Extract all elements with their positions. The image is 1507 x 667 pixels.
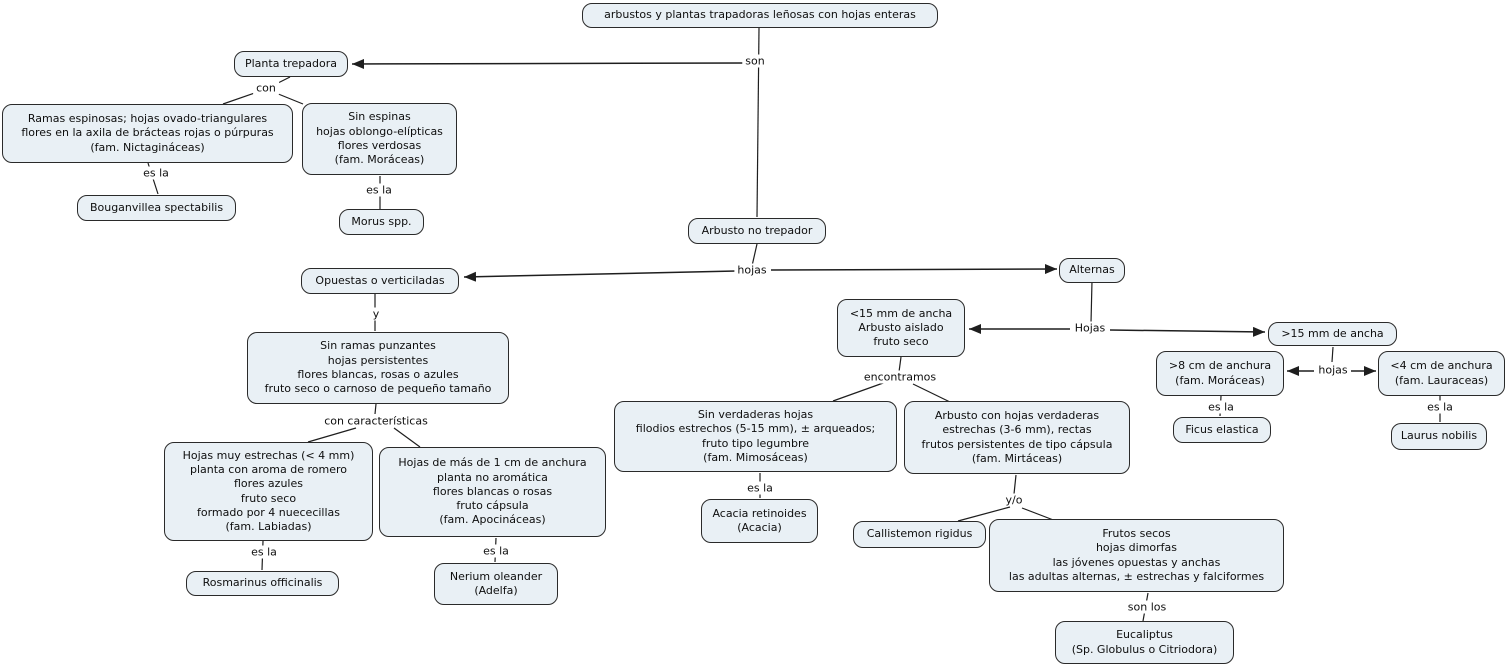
link-label-es-la-4[interactable]: es la: [480, 544, 512, 558]
node-hojas-mas-1cm[interactable]: Hojas de más de 1 cm de anchura planta n…: [379, 447, 606, 537]
link-label-es-la-7[interactable]: es la: [1424, 400, 1456, 414]
node-mayor-15mm[interactable]: >15 mm de ancha: [1268, 322, 1397, 346]
node-arbusto-hojas-verdaderas[interactable]: Arbusto con hojas verdaderas estrechas (…: [904, 401, 1130, 474]
link-label-y[interactable]: y: [369, 307, 383, 321]
node-mayor-8cm[interactable]: >8 cm de anchura (fam. Moráceas): [1156, 351, 1284, 396]
node-sin-verdaderas-hojas[interactable]: Sin verdaderas hojas filodios estrechos …: [614, 401, 897, 472]
node-acacia[interactable]: Acacia retinoides (Acacia): [701, 499, 818, 543]
link-label-es-la-2[interactable]: es la: [363, 183, 395, 197]
node-alternas[interactable]: Alternas: [1059, 258, 1125, 283]
node-bouganvillea[interactable]: Bouganvillea spectabilis: [77, 195, 236, 221]
node-ficus[interactable]: Ficus elastica: [1173, 417, 1271, 443]
node-sin-espinas[interactable]: Sin espinas hojas oblongo-elípticas flor…: [302, 103, 457, 175]
node-rosmarinus[interactable]: Rosmarinus officinalis: [186, 571, 339, 596]
node-menor-15mm[interactable]: <15 mm de ancha Arbusto aislado fruto se…: [837, 299, 965, 357]
node-sin-ramas-punzantes[interactable]: Sin ramas punzantes hojas persistentes f…: [247, 332, 509, 404]
node-nerium[interactable]: Nerium oleander (Adelfa): [434, 563, 558, 605]
link-label-encontramos[interactable]: encontramos: [860, 370, 940, 384]
node-ramas-espinosas[interactable]: Ramas espinosas; hojas ovado-triangulare…: [2, 104, 293, 163]
link-label-es-la-1[interactable]: es la: [140, 166, 172, 180]
link-label-y-o[interactable]: y/o: [1002, 493, 1026, 507]
link-label-es-la-5[interactable]: es la: [744, 481, 776, 495]
link-label-es-la-3[interactable]: es la: [248, 545, 280, 559]
node-root[interactable]: arbustos y plantas trapadoras leñosas co…: [582, 3, 938, 28]
link-label-son-los[interactable]: son los: [1124, 600, 1170, 614]
node-hojas-muy-estrechas[interactable]: Hojas muy estrechas (< 4 mm) planta con …: [164, 442, 373, 541]
node-laurus[interactable]: Laurus nobilis: [1391, 423, 1487, 450]
node-morus[interactable]: Morus spp.: [339, 209, 424, 235]
link-label-hojas-cap[interactable]: Hojas: [1071, 321, 1109, 335]
node-eucaliptus[interactable]: Eucaliptus (Sp. Globulus o Citriodora): [1055, 621, 1234, 664]
node-opuestas-verticiladas[interactable]: Opuestas o verticiladas: [301, 268, 459, 294]
node-menor-4cm[interactable]: <4 cm de anchura (fam. Lauraceas): [1378, 351, 1505, 396]
node-frutos-secos[interactable]: Frutos secos hojas dimorfas las jóvenes …: [989, 519, 1284, 592]
node-arbusto-no-trepador[interactable]: Arbusto no trepador: [688, 218, 826, 244]
arrow-connectors: [351, 58, 1376, 376]
link-label-es-la-6[interactable]: es la: [1205, 400, 1237, 414]
link-label-hojas-2[interactable]: hojas: [1315, 363, 1351, 377]
node-callistemon[interactable]: Callistemon rigidus: [853, 521, 986, 548]
link-label-con-caracteristicas[interactable]: con características: [321, 414, 431, 428]
link-label-son[interactable]: son: [742, 54, 768, 68]
node-planta-trepadora[interactable]: Planta trepadora: [234, 51, 348, 77]
link-label-con[interactable]: con: [253, 81, 279, 95]
link-label-hojas-1[interactable]: hojas: [734, 263, 770, 277]
